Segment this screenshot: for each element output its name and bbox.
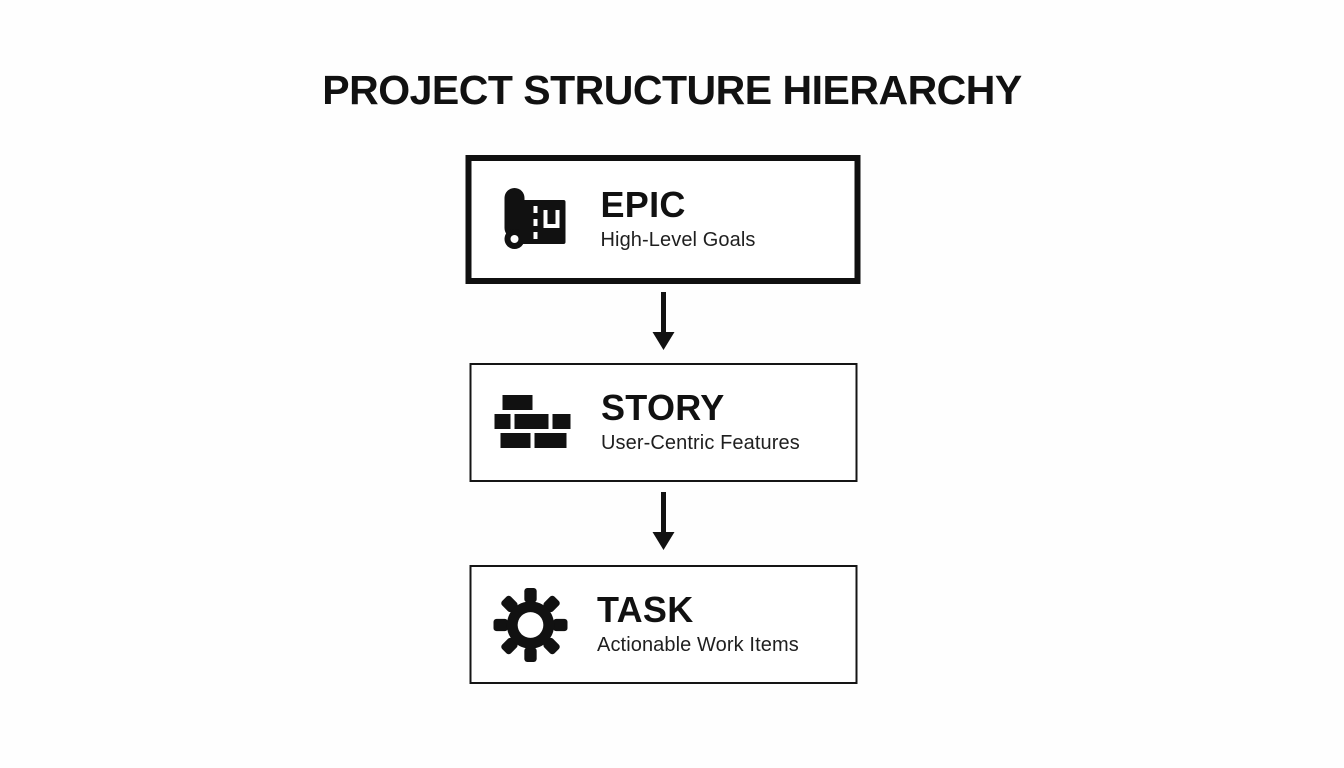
node-description-epic: High-Level Goals bbox=[600, 228, 756, 251]
hierarchy-node-epic: EPIC High-Level Goals bbox=[465, 155, 861, 284]
arrow-down-icon bbox=[650, 492, 676, 555]
node-text-task: TASK Actionable Work Items bbox=[597, 589, 799, 657]
hierarchy-node-story: STORY User-Centric Features bbox=[469, 363, 857, 482]
connector-story-task bbox=[650, 482, 676, 565]
node-text-epic: EPIC High-Level Goals bbox=[600, 184, 756, 252]
node-label-task: TASK bbox=[597, 589, 694, 631]
node-label-story: STORY bbox=[601, 387, 725, 429]
blueprint-map-icon bbox=[495, 187, 571, 252]
gear-icon bbox=[493, 587, 567, 662]
node-text-story: STORY User-Centric Features bbox=[601, 387, 800, 455]
node-description-story: User-Centric Features bbox=[601, 431, 800, 454]
bricks-icon bbox=[493, 394, 571, 452]
arrow-down-icon bbox=[650, 292, 676, 355]
node-label-epic: EPIC bbox=[600, 184, 686, 226]
page-title: PROJECT STRUCTURE HIERARCHY bbox=[322, 67, 1022, 113]
connector-epic-story bbox=[650, 284, 676, 363]
node-description-task: Actionable Work Items bbox=[597, 633, 799, 656]
hierarchy-node-task: TASK Actionable Work Items bbox=[469, 565, 857, 684]
hierarchy-diagram: EPIC High-Level Goals bbox=[465, 155, 861, 684]
